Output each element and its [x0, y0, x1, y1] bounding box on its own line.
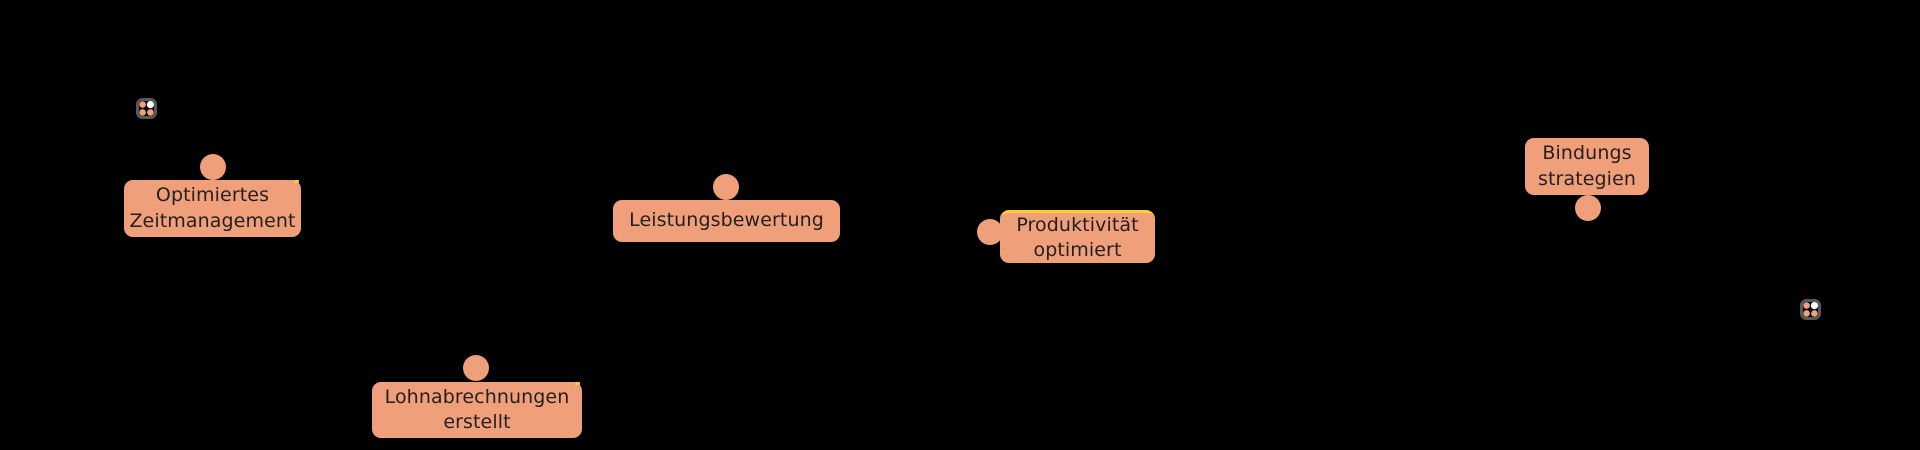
node-leistungsbewertung[interactable]: Leistungsbewertung: [613, 200, 840, 242]
node-connection-handle-bottom[interactable]: [1575, 195, 1601, 221]
cluster-group-icon-glyph: [136, 98, 157, 119]
node-label: Leistungsbewertung: [629, 209, 824, 232]
node-bindungsstrategien[interactable]: Bindungs strategien: [1525, 138, 1649, 195]
node-connection-handle-top[interactable]: [713, 174, 739, 200]
node-connection-handle-top[interactable]: [463, 355, 489, 381]
node-corner-marker: [575, 382, 580, 385]
cluster-group-icon-glyph: [1800, 299, 1821, 320]
node-produktivitaet-optimiert[interactable]: Produktivität optimiert: [1000, 210, 1155, 263]
node-optimiertes-zeitmanagement[interactable]: Optimiertes Zeitmanagement: [124, 180, 301, 237]
cluster-group-icon[interactable]: [1800, 299, 1821, 320]
node-label: Bindungs strategien: [1537, 142, 1636, 190]
node-label: Lohnabrechnungen erstellt: [384, 385, 570, 433]
node-corner-marker: [294, 180, 299, 183]
node-connection-handle-top[interactable]: [200, 154, 226, 180]
node-lohnabrechnungen-erstellt[interactable]: Lohnabrechnungen erstellt: [372, 382, 582, 438]
node-label: Produktivität optimiert: [1016, 213, 1139, 261]
canvas-aria-label: Flowchart canvas with process nodes: [0, 0, 1, 1]
node-label: Optimiertes Zeitmanagement: [129, 184, 296, 232]
cluster-group-icon[interactable]: [136, 98, 157, 119]
node-connection-handle-left[interactable]: [977, 219, 1003, 245]
